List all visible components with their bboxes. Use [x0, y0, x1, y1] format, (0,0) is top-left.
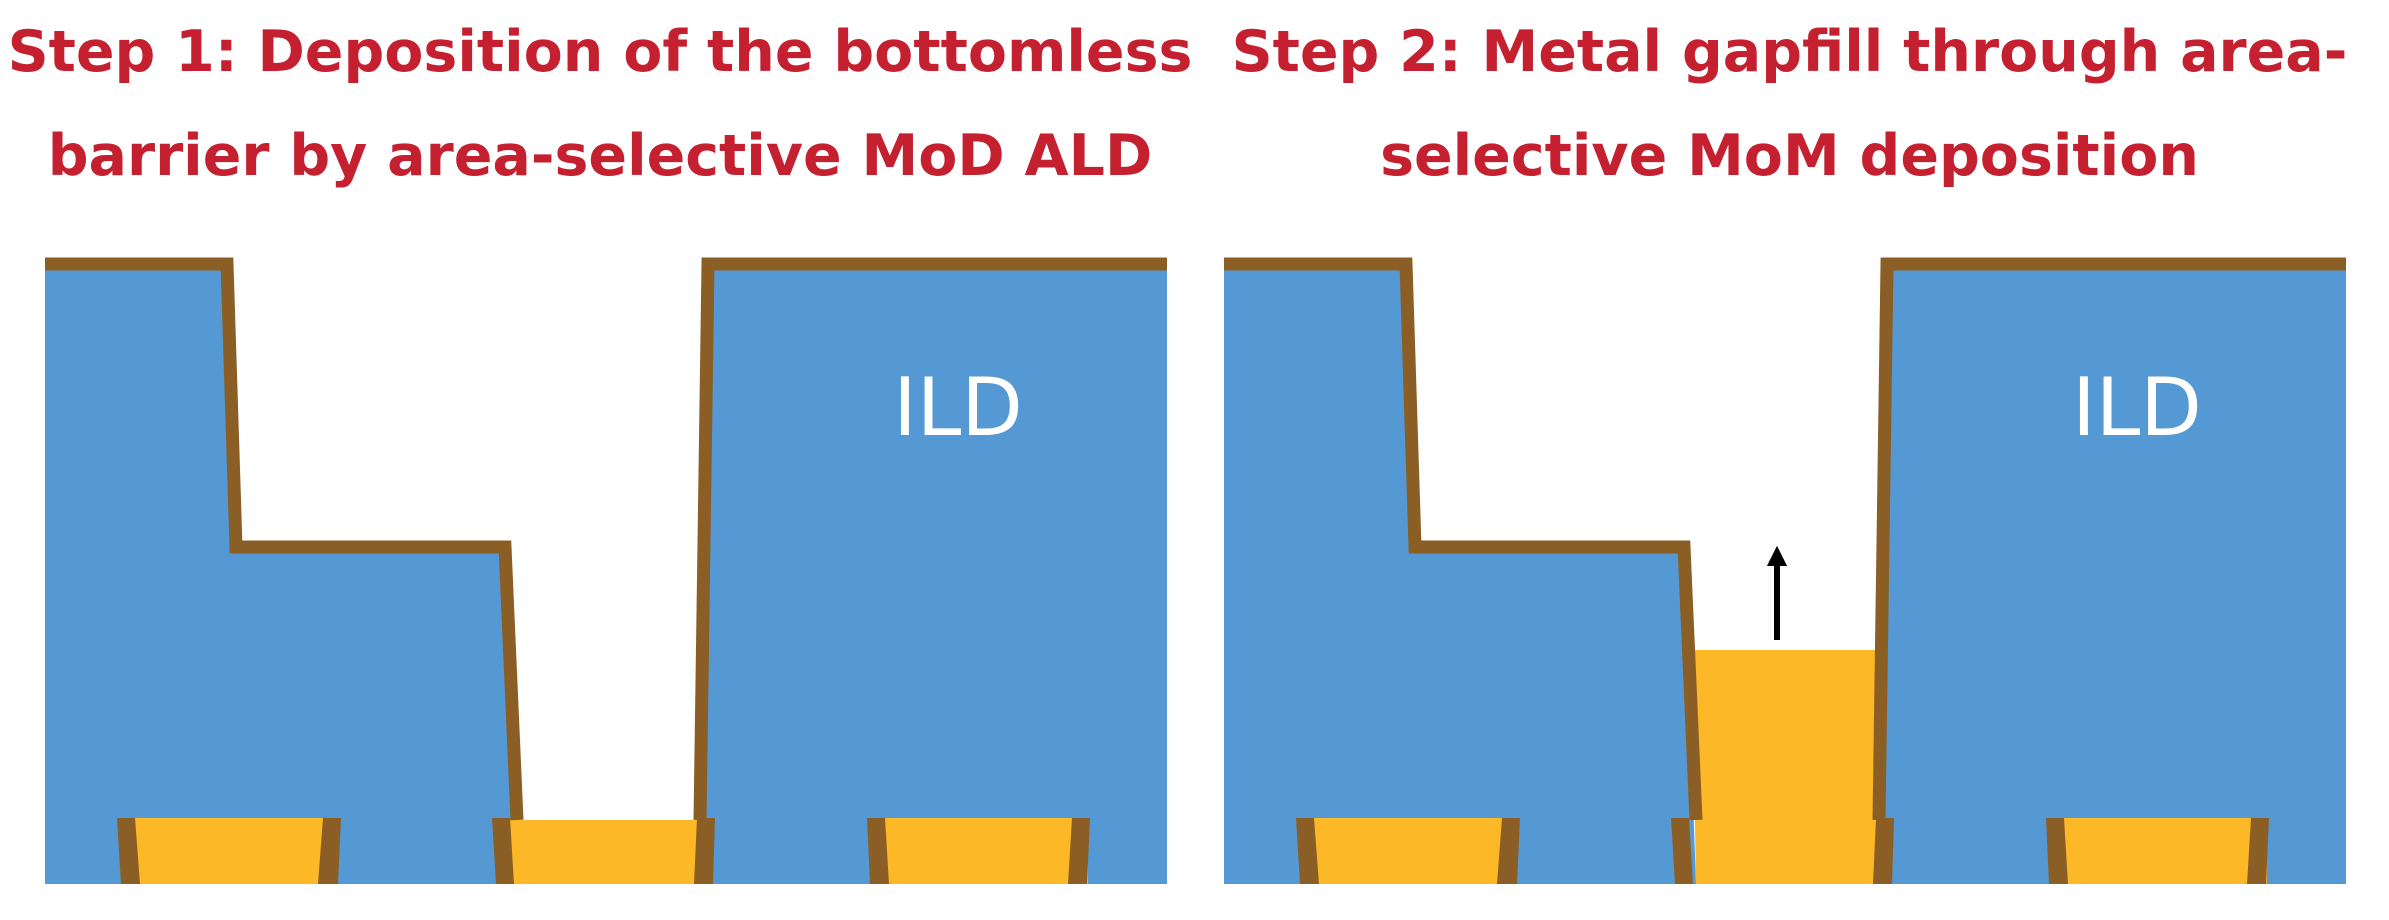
liner-right-metal-b: [1068, 818, 1090, 884]
metal-line-left: [1307, 818, 1515, 884]
metal-line-right: [880, 818, 1088, 884]
barrier-right-profile: [693, 257, 1167, 821]
step-1-title: Step 1: Deposition of the bottomless bar…: [0, 0, 1200, 208]
barrier-left-profile: [1224, 257, 1703, 821]
metal-line-left: [128, 818, 336, 884]
step-2-title: Step 2: Metal gapfill through area- sele…: [1190, 0, 2389, 208]
liner-center-metal-a: [1671, 818, 1693, 884]
step-1-title-line-1: Step 1: Deposition of the bottomless: [7, 19, 1193, 85]
ild-left-block: [45, 264, 517, 884]
metal-line-right: [2059, 818, 2267, 884]
liner-center-metal-b: [694, 818, 715, 884]
barrier-right-profile: [1872, 257, 2346, 821]
ild-right-block: [700, 264, 1167, 884]
barrier-left-profile: [45, 257, 524, 821]
liner-left-metal-a: [1296, 818, 1319, 884]
ild-left-block: [1224, 264, 1696, 884]
liner-right-metal-a: [867, 818, 889, 884]
ild-label-step-2: ILD: [2072, 361, 2202, 454]
liner-left-metal-b: [1497, 818, 1520, 884]
panel-step-1: ILD: [45, 257, 1167, 884]
metal-line-center: [505, 820, 708, 884]
step-1-title-line-2: barrier by area-selective MoD ALD: [47, 123, 1153, 189]
liner-left-metal-a: [117, 818, 140, 884]
panel-step-2: ILD: [1224, 257, 2346, 884]
liner-center-metal-b: [1873, 818, 1894, 884]
liner-center-metal-a: [492, 818, 514, 884]
step-2-title-line-2: selective MoM deposition: [1380, 123, 2199, 189]
ild-right-block: [1879, 264, 2346, 884]
metal-gapfill: [1692, 650, 1883, 884]
liner-right-metal-b: [2247, 818, 2269, 884]
ild-label-step-1: ILD: [893, 361, 1023, 454]
liner-left-metal-b: [318, 818, 341, 884]
step-2-title-line-1: Step 2: Metal gapfill through area-: [1231, 19, 2348, 85]
liner-right-metal-a: [2046, 818, 2068, 884]
